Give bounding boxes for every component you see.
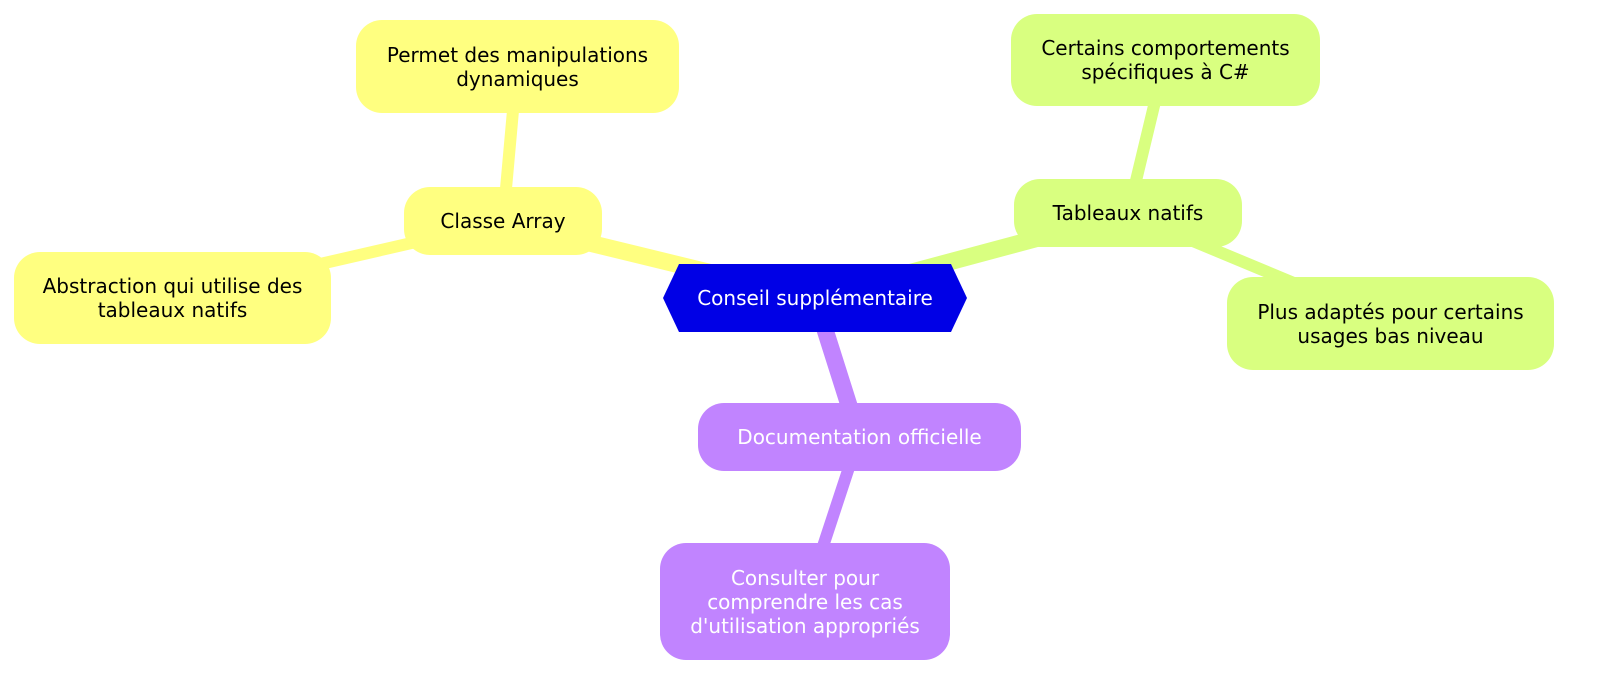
root-node: Conseil supplémentaire [663, 264, 967, 332]
node-documentation-officielle: Documentation officielle [698, 403, 1021, 471]
node-consulter: Consulter pour comprendre les cas d'util… [660, 543, 950, 660]
node-certains-comportements: Certains comportements spécifiques à C# [1011, 14, 1320, 106]
node-abstraction-tableaux: Abstraction qui utilise des tableaux nat… [14, 252, 331, 344]
node-classe-array: Classe Array [404, 187, 602, 255]
node-tableaux-natifs: Tableaux natifs [1014, 179, 1242, 247]
node-permet-manipulations: Permet des manipulations dynamiques [356, 20, 679, 113]
node-plus-adaptes: Plus adaptés pour certains usages bas ni… [1227, 277, 1554, 370]
